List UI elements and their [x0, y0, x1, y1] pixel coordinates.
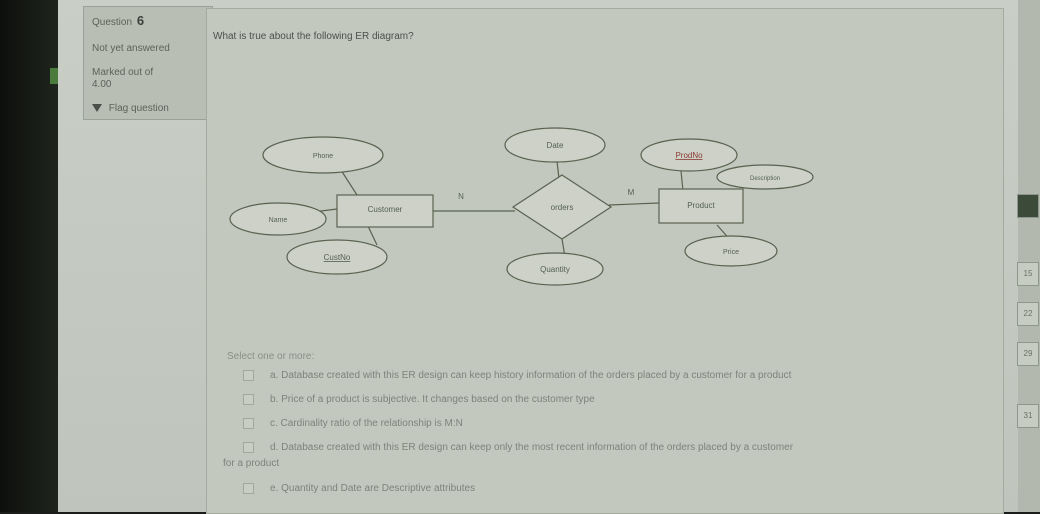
orders-relationship — [511, 174, 613, 240]
bezel-indicator — [50, 68, 60, 84]
option-b[interactable]: b. Price of a product is subjective. It … — [243, 394, 595, 405]
question-number: 6 — [136, 13, 145, 28]
nav-item-29[interactable]: 29 — [1017, 342, 1039, 366]
select-prompt: Select one or more: — [227, 351, 315, 362]
nav-dark-box[interactable] — [1017, 194, 1039, 218]
marks-info: Marked out of 4.00 — [92, 67, 153, 91]
option-e-label: e. Quantity and Date are Descriptive att… — [270, 483, 476, 495]
cardinality-n: N — [458, 192, 464, 201]
flag-question-link[interactable]: Flag question — [92, 103, 169, 114]
prodno-label: ProdNo — [675, 151, 703, 160]
phone-label: Phone — [313, 153, 333, 160]
customer-label: Customer — [368, 205, 403, 214]
orders-label: orders — [551, 203, 574, 212]
marked-label: Marked out of — [92, 67, 154, 78]
quantity-attribute — [506, 252, 604, 286]
option-d-checkbox[interactable] — [243, 442, 254, 453]
cardinality-m: M — [628, 188, 635, 197]
option-b-label: b. Price of a product is subjective. It … — [270, 394, 595, 406]
monitor-bezel — [0, 0, 58, 512]
question-info-panel: Question 6 Not yet answered Marked out o… — [83, 6, 213, 120]
option-c[interactable]: c. Cardinality ratio of the relationship… — [243, 418, 463, 429]
option-d-continuation: for a product — [223, 458, 279, 469]
question-text: What is true about the following ER diag… — [213, 31, 414, 42]
option-d-label-continued: for a product — [223, 458, 280, 469]
option-e-checkbox[interactable] — [243, 483, 254, 494]
price-attribute — [684, 235, 778, 267]
option-b-checkbox[interactable] — [243, 394, 254, 405]
flag-icon — [92, 104, 102, 113]
nav-item-22[interactable]: 22 — [1017, 302, 1039, 326]
prodno-connector — [680, 170, 684, 192]
customer-entity — [336, 194, 434, 228]
description-label: Description — [750, 176, 780, 182]
option-c-label: c. Cardinality ratio of the relationship… — [270, 418, 463, 430]
prodno-attribute — [640, 138, 738, 172]
description-attribute — [716, 164, 814, 190]
custno-attribute — [286, 239, 388, 275]
answer-status: Not yet answered — [92, 43, 170, 54]
screen: Question 6 Not yet answered Marked out o… — [58, 0, 1040, 514]
orders-product-line — [608, 202, 660, 206]
date-attribute — [504, 127, 606, 163]
date-connector — [556, 160, 560, 180]
quantity-label: Quantity — [540, 265, 570, 274]
price-label: Price — [723, 249, 739, 256]
option-a-checkbox[interactable] — [243, 370, 254, 381]
marked-value: 4.00 — [92, 79, 112, 90]
option-c-checkbox[interactable] — [243, 418, 254, 429]
option-e[interactable]: e. Quantity and Date are Descriptive att… — [243, 483, 475, 494]
er-diagram: Customer Product orders Phone Name CustN… — [229, 127, 814, 286]
question-content: What is true about the following ER diag… — [206, 8, 1004, 514]
option-d-label: d. Database created with this ER design … — [270, 442, 794, 454]
date-label: Date — [547, 141, 564, 150]
name-label: Name — [269, 217, 288, 224]
name-attribute — [229, 202, 327, 236]
option-a-label: a. Database created with this ER design … — [270, 370, 792, 382]
flag-label: Flag question — [108, 103, 169, 114]
nav-item-31[interactable]: 31 — [1017, 404, 1039, 428]
option-a[interactable]: a. Database created with this ER design … — [243, 370, 791, 381]
question-label: Question 6 — [92, 13, 145, 28]
phone-attribute — [262, 136, 384, 174]
nav-item-15[interactable]: 15 — [1017, 262, 1039, 286]
option-d[interactable]: d. Database created with this ER design … — [243, 442, 793, 453]
quiz-navigation-strip: 15 22 29 31 — [1017, 0, 1040, 512]
custno-label: CustNo — [324, 253, 351, 262]
product-entity — [658, 188, 744, 224]
product-label: Product — [687, 201, 715, 210]
